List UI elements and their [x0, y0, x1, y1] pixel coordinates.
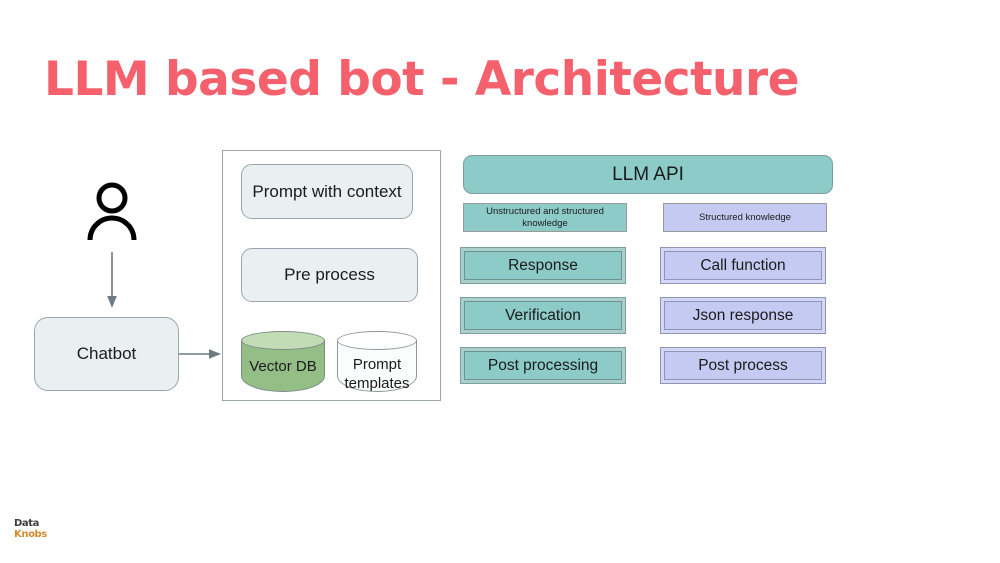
person-icon	[86, 182, 138, 243]
cylinder-top	[241, 331, 325, 350]
page-title: LLM based bot - Architecture	[44, 52, 800, 107]
arrow-right-icon	[179, 346, 223, 362]
json-response-label: Json response	[664, 301, 822, 330]
prompt-templates-cylinder[interactable]: Prompt templates	[337, 331, 417, 392]
json-response-step[interactable]: Json response	[660, 297, 826, 334]
dataknobs-logo: Data Knobs	[14, 519, 52, 544]
unstructured-knowledge-label: Unstructured and structured knowledge	[463, 203, 627, 232]
cylinder-top	[337, 331, 417, 350]
prompt-templates-label: Prompt templates	[344, 356, 410, 392]
llm-api-node[interactable]: LLM API	[463, 155, 833, 194]
post-process-label: Post process	[664, 351, 822, 380]
cylinder-body	[241, 340, 325, 392]
verification-label: Verification	[464, 301, 622, 330]
structured-knowledge-label: Structured knowledge	[663, 203, 827, 232]
call-function-label: Call function	[664, 251, 822, 280]
post-processing-label: Post processing	[464, 351, 622, 380]
post-processing-step[interactable]: Post processing	[460, 347, 626, 384]
arrow-down-icon	[104, 252, 120, 310]
response-label: Response	[464, 251, 622, 280]
prompt-with-context-node[interactable]: Prompt with context	[241, 164, 413, 219]
vector-db-cylinder[interactable]: Vector DB	[241, 331, 325, 392]
logo-line-knobs: Knobs	[14, 529, 47, 540]
call-function-step[interactable]: Call function	[660, 247, 826, 284]
response-step[interactable]: Response	[460, 247, 626, 284]
logo-line-data: Data	[14, 518, 39, 529]
pre-process-node[interactable]: Pre process	[241, 248, 418, 302]
post-process-step[interactable]: Post process	[660, 347, 826, 384]
chatbot-node[interactable]: Chatbot	[34, 317, 179, 391]
verification-step[interactable]: Verification	[460, 297, 626, 334]
vector-db-label: Vector DB	[249, 358, 317, 375]
